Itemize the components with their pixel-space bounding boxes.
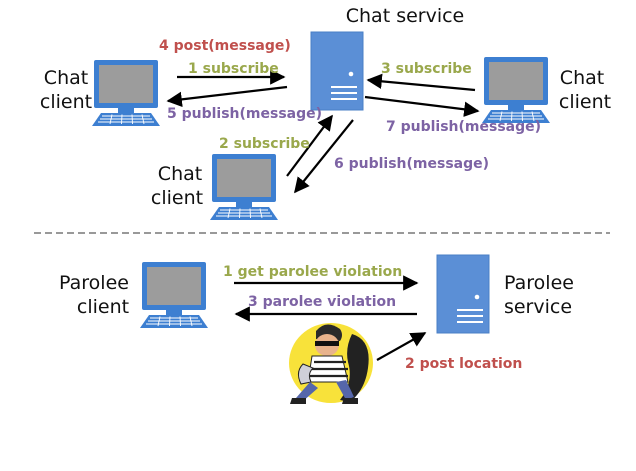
parolee-server-icon (436, 254, 490, 334)
label-publish-5: 5 publish(message) (167, 106, 322, 122)
chat-client-left-computer-icon (91, 59, 161, 127)
burglar-clipart-icon (289, 323, 373, 404)
chat-client-right-label-line1: Chat (560, 67, 604, 89)
parolee-client-label-line2: client (77, 296, 129, 318)
parolee-service-label-line1: Parolee (504, 272, 574, 294)
label-publish-7: 7 publish(message) (386, 119, 541, 135)
label-subscribe-3: 3 subscribe (381, 61, 472, 77)
parolee-client-label-line1: Parolee (59, 272, 129, 294)
chat-client-bottom-label-line1: Chat (158, 163, 202, 185)
label-post-location: 2 post location (405, 356, 522, 372)
parolee-service-label-line2: service (504, 296, 572, 318)
arrow-subscribe-3 (366, 73, 476, 92)
arrow-post-location (376, 332, 427, 361)
chat-server-icon (310, 31, 364, 111)
arrow-publish-6 (294, 119, 354, 194)
chat-client-right-label-line2: client (559, 91, 611, 113)
label-publish-6: 6 publish(message) (334, 156, 489, 172)
label-subscribe-2: 2 subscribe (219, 136, 310, 152)
chat-client-left-label-line1: Chat (44, 67, 88, 89)
chat-service-label: Chat service (346, 5, 465, 27)
chat-client-bottom-label-line2: client (151, 187, 203, 209)
arrow-publish-7 (364, 95, 480, 117)
label-subscribe-1: 1 subscribe (188, 61, 279, 77)
label-parolee-violation: 3 parolee violation (248, 294, 396, 310)
chat-client-left-label-line2: client (40, 91, 92, 113)
label-get-parolee-violation: 1 get parolee violation (223, 264, 402, 280)
chat-client-bottom-computer-icon (209, 153, 279, 221)
arrow-subscribe-2 (286, 114, 333, 177)
arrow-publish-5 (166, 85, 288, 108)
parolee-client-computer-icon (139, 261, 209, 329)
label-post-message: 4 post(message) (159, 38, 291, 54)
chat-client-right-computer-icon (481, 56, 551, 124)
